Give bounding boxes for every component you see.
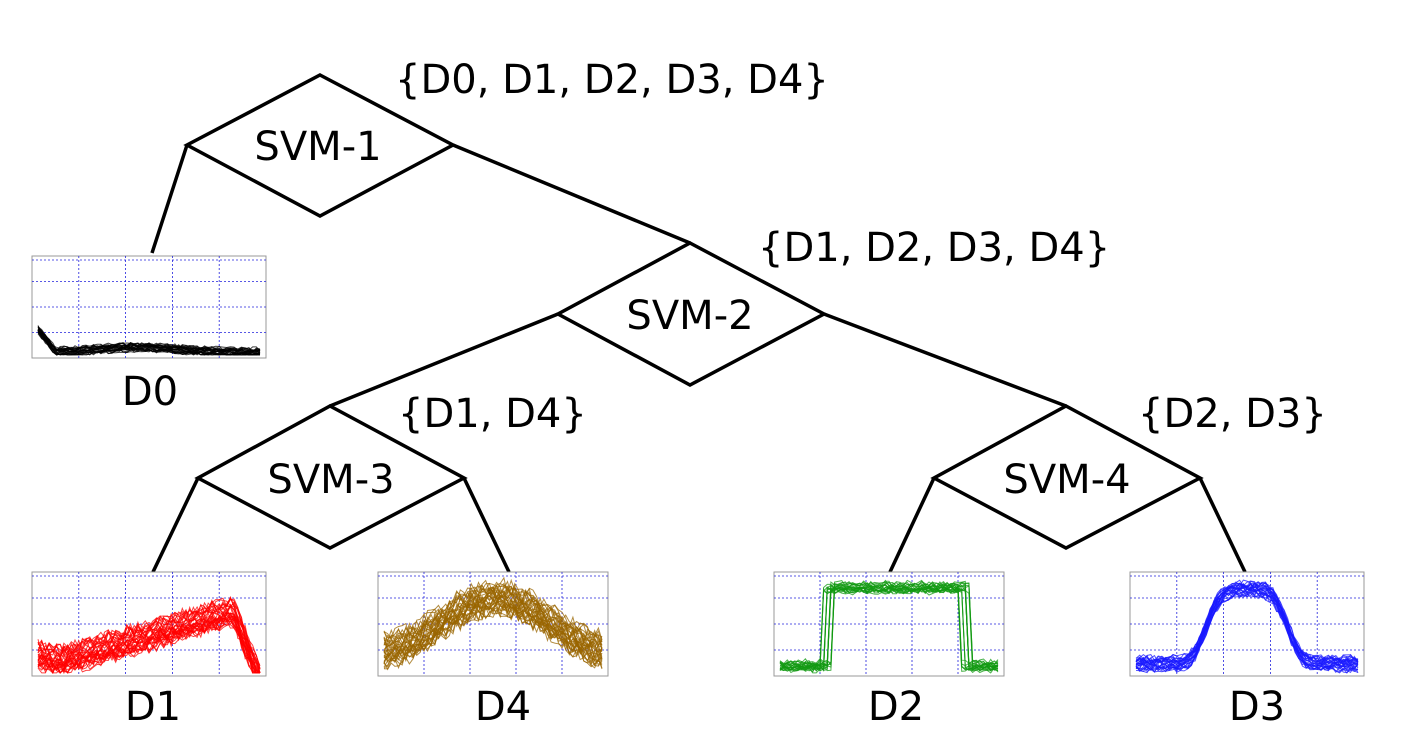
signal-trace [1135,583,1358,667]
leaf-label: D4 [475,684,531,730]
signal-trace [383,595,603,662]
node-label: SVM-2 [626,293,753,339]
signal-trace [37,612,260,674]
decision-diamond [930,404,1204,550]
node-svm4: SVM-4 {D2, D3} [930,391,1327,550]
signal-trace [383,598,603,663]
signal-trace [383,586,603,648]
edge-svm2-svm4 [823,312,1067,408]
signal-trace [779,580,999,666]
signal-trace [37,620,260,674]
decision-diamond [194,404,468,550]
signal-trace [1135,581,1359,664]
edge-svm4-d2 [888,477,936,573]
edge-svm1-d0 [150,144,189,254]
signal-trace [37,610,261,674]
leaf-label: D3 [1229,684,1285,730]
edge-svm3-d4 [462,477,511,573]
signal-thumbnail-d0 [31,255,267,359]
node-label: SVM-4 [1003,457,1130,503]
signal-trace [1135,592,1359,674]
node-label: SVM-3 [267,457,394,503]
signal-trace [37,612,260,675]
signal-trace [1135,582,1359,665]
edge-svm4-d3 [1198,477,1247,573]
leaf-d1: D1 [31,571,267,730]
signal-trace [383,606,603,670]
leaf-d3: D3 [1129,571,1365,730]
node-svm2: SVM-2 {D1, D2, D3, D4} [554,225,1110,387]
signal-trace [37,328,261,354]
leaf-label: D2 [868,684,924,730]
signal-trace [37,615,261,674]
edge-svm3-d1 [151,477,200,573]
node-label: SVM-1 [254,124,381,170]
node-class-set: {D0, D1, D2, D3, D4} [395,57,829,103]
signal-thumbnail-d2 [773,571,1005,677]
leaf-d0: D0 [31,255,267,415]
signal-thumbnail-d1 [31,571,267,677]
signal-trace [37,598,261,670]
decision-diamond [183,73,457,218]
signal-trace [383,604,603,671]
signal-thumbnail-d4 [377,571,609,677]
node-class-set: {D1, D2, D3, D4} [758,225,1110,271]
leaf-d4: D4 [377,571,609,730]
node-class-set: {D1, D4} [398,391,587,437]
node-class-set: {D2, D3} [1138,391,1327,437]
edge-svm1-svm2 [452,143,691,245]
signal-trace [779,585,999,672]
signal-trace [37,329,261,356]
leaf-d2: D2 [773,571,1005,730]
signal-trace [1135,579,1359,663]
edge-svm2-svm3 [329,312,559,408]
signal-trace [1135,586,1359,670]
node-svm1: SVM-1 {D0, D1, D2, D3, D4} [183,57,829,218]
leaf-label: D0 [122,369,178,415]
leaf-label: D1 [125,684,181,730]
tree-edges [150,143,1247,573]
signal-trace [779,583,999,669]
node-svm3: SVM-3 {D1, D4} [194,391,587,550]
signal-trace [37,600,261,670]
signal-thumbnail-d3 [1129,571,1365,677]
signal-trace [383,582,603,639]
decision-diamond [554,241,828,387]
